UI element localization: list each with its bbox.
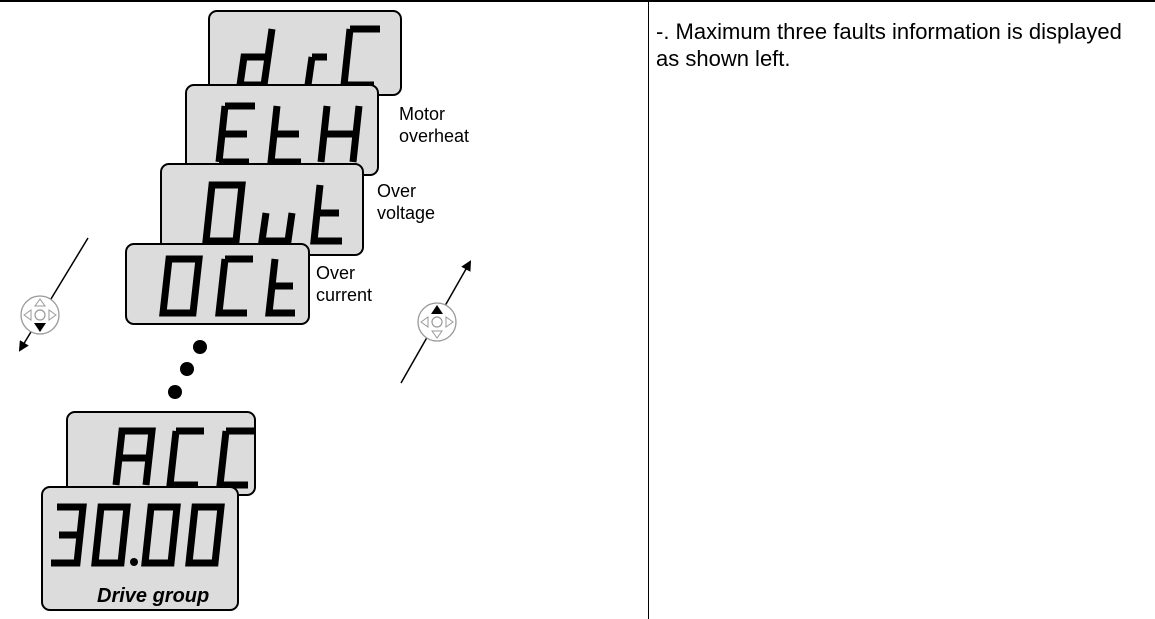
lcd-eth-segments <box>215 102 363 166</box>
lcd-acc-segments <box>112 427 254 489</box>
keypad-down-icon <box>20 295 60 335</box>
keypad-up-icon <box>417 302 457 342</box>
label-over-voltage: Over voltage <box>377 181 436 223</box>
column-divider <box>648 0 649 619</box>
drive-group-caption: Drive group <box>97 585 210 607</box>
lcd-out-segments <box>202 181 342 245</box>
continuation-dot <box>193 340 207 354</box>
lcd-oct-segments <box>159 255 295 317</box>
label-motor-overheat: Motor overheat <box>399 104 470 146</box>
fault-history-diagram: Motor overheat Over voltage Over current <box>18 10 472 611</box>
description-text: -. Maximum three faults information is d… <box>656 19 1122 71</box>
scroll-down-arrow <box>18 237 89 352</box>
lcd-acc <box>66 411 256 496</box>
continuation-dot <box>168 385 182 399</box>
lcd-oct <box>125 243 310 325</box>
lcd-drive-group-value: Drive group <box>41 486 239 611</box>
diagram-connectors <box>18 237 472 399</box>
continuation-dot <box>180 362 194 376</box>
top-rule <box>0 0 1155 2</box>
label-over-current: Over current <box>316 263 373 305</box>
lcd-drc <box>208 10 402 96</box>
lcd-eth <box>185 84 379 176</box>
lcd-out <box>160 163 364 256</box>
lcd-value-segments <box>51 503 225 567</box>
